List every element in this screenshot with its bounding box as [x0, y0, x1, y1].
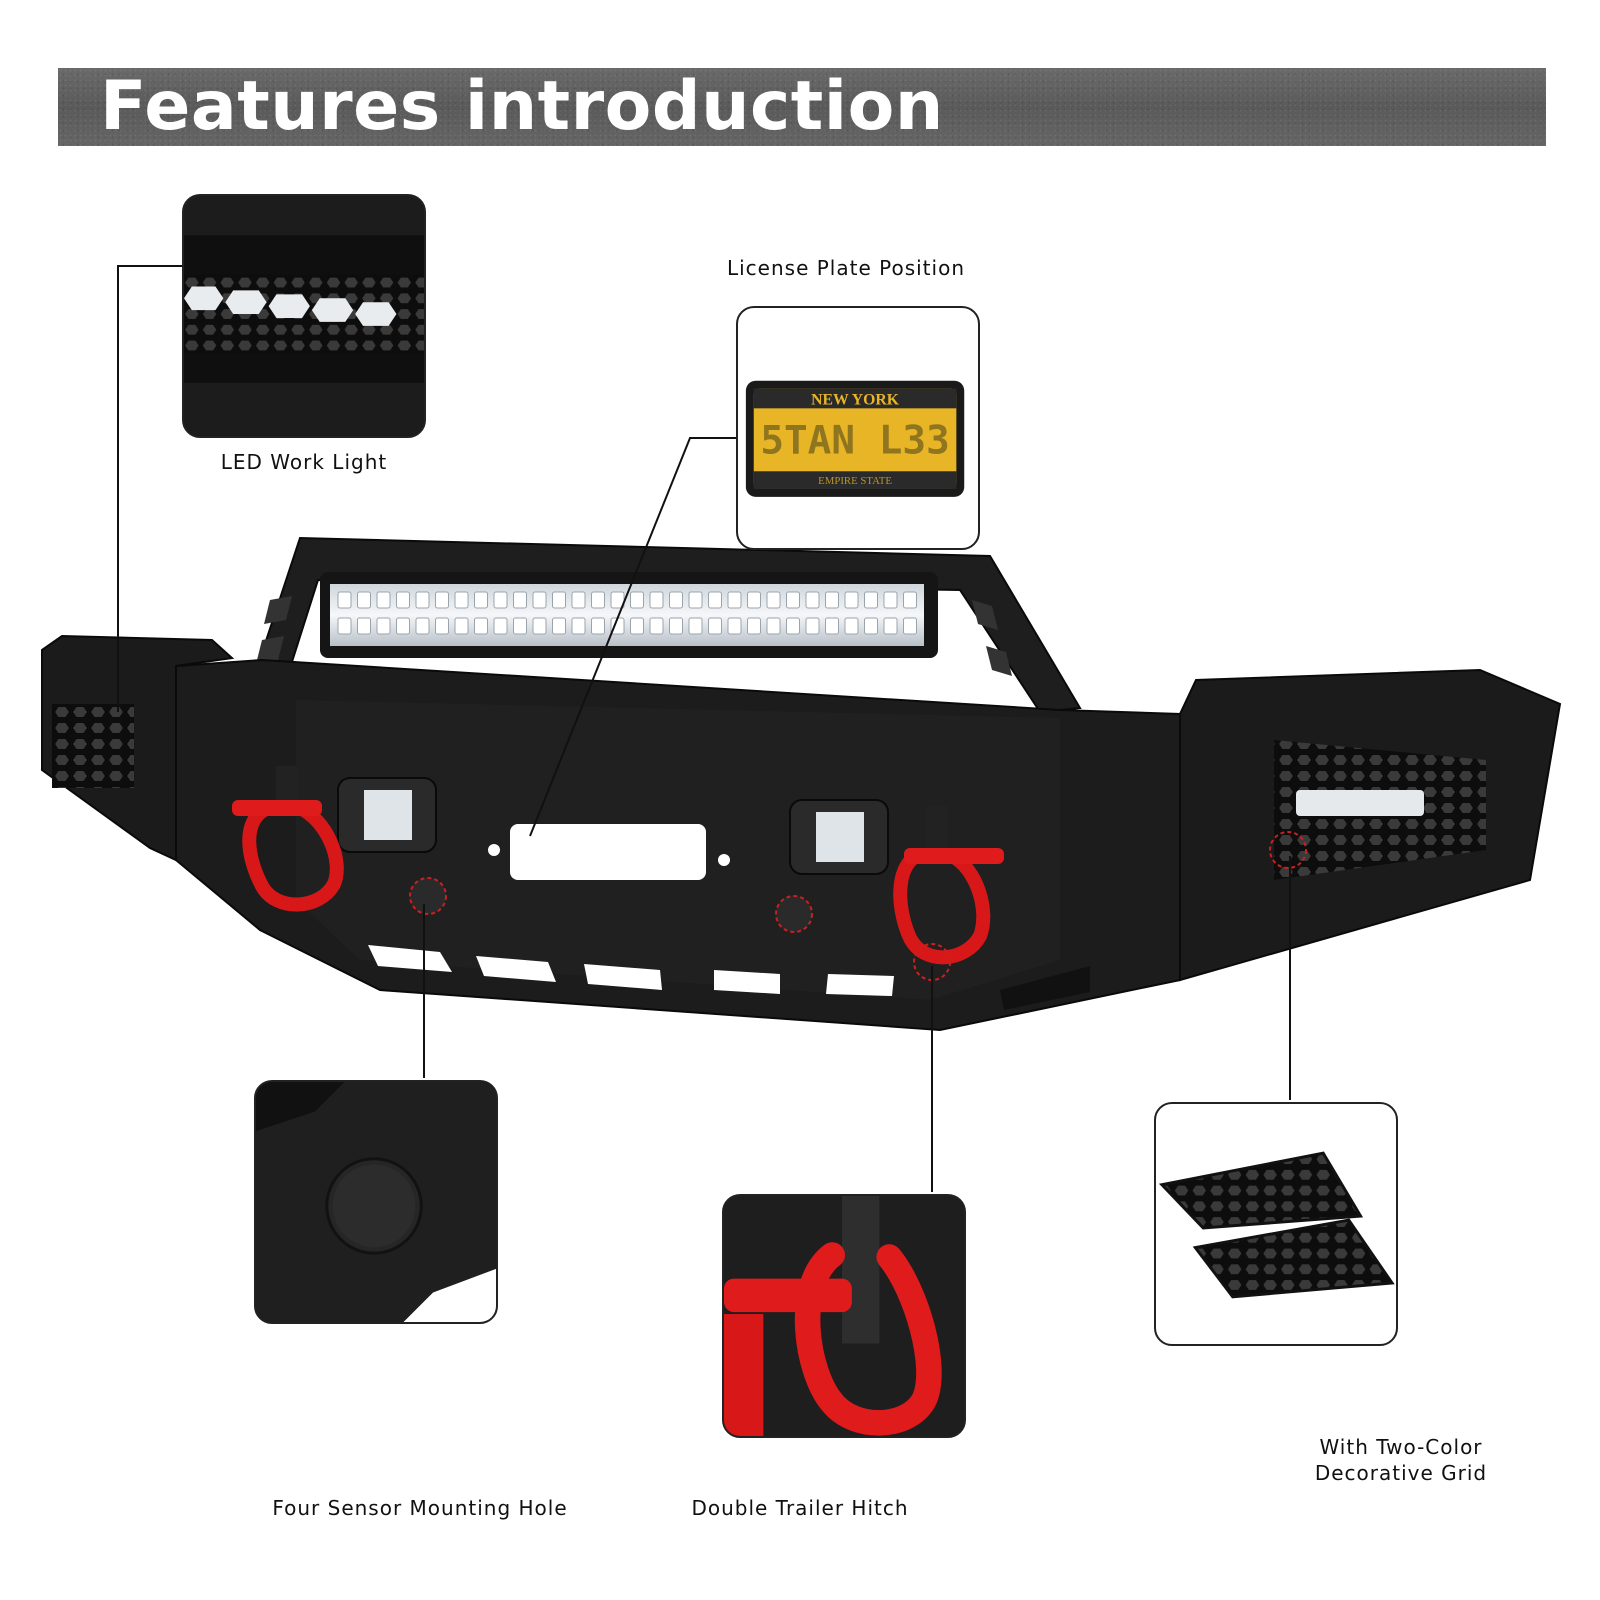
led-chip: [532, 591, 547, 609]
led-chip: [454, 591, 469, 609]
led-chip: [474, 591, 488, 609]
right-shackle: [893, 806, 1004, 965]
led-chip: [493, 617, 508, 635]
decorative-grid-label-line2: Decorative Grid: [1314, 1461, 1488, 1485]
led-chip: [649, 591, 664, 609]
led-chip: [727, 591, 742, 609]
led-chip: [435, 591, 449, 609]
led-chip: [844, 617, 859, 635]
callout-connectors: [117, 265, 1291, 1192]
led-chip: [864, 591, 878, 609]
led-chip: [883, 617, 898, 635]
led-chip: [454, 617, 469, 635]
led-chip: [571, 591, 586, 609]
header-banner: Features introduction: [58, 68, 1546, 146]
left-cube-light: [337, 777, 437, 853]
plate-number: 5TAN L33: [760, 418, 949, 464]
led-work-light-label: LED Work Light: [220, 450, 388, 474]
sensor-hole-photo: [256, 1082, 496, 1322]
trailer-hitch-inset: [722, 1194, 966, 1438]
led-chip: [591, 617, 605, 635]
led-chip: [747, 617, 761, 635]
led-chip: [825, 591, 839, 609]
led-chip: [747, 591, 761, 609]
led-chip: [669, 591, 683, 609]
trailer-hitch-label: Double Trailer Hitch: [691, 1496, 909, 1520]
led-chip: [903, 617, 917, 635]
led-chip: [435, 617, 449, 635]
led-chip: [844, 591, 859, 609]
left-shackle: [232, 766, 344, 912]
sensor-hole-inset: [254, 1080, 498, 1324]
sensor-markers: [409, 831, 1307, 981]
led-chip: [513, 617, 527, 635]
led-chip: [591, 591, 605, 609]
license-plate-photo: NEW YORK 5TAN L33 EMPIRE STATE: [745, 380, 965, 497]
led-chip: [727, 617, 742, 635]
led-chip: [649, 617, 664, 635]
led-bar-chips: [337, 591, 917, 635]
led-chip: [805, 591, 820, 609]
led-chip: [766, 617, 781, 635]
led-chip: [376, 591, 391, 609]
led-chip: [708, 617, 722, 635]
led-chip: [337, 591, 352, 609]
decorative-grid-label-line1: With Two-Color: [1319, 1435, 1483, 1459]
led-chip: [669, 617, 683, 635]
decorative-grid-photo: [1158, 1151, 1395, 1299]
led-work-light-inset: [182, 194, 426, 438]
sensor-hole-label: Four Sensor Mounting Hole: [272, 1496, 568, 1520]
led-chip: [786, 617, 800, 635]
led-chip: [552, 617, 566, 635]
led-chip: [864, 617, 878, 635]
led-chip: [903, 591, 917, 609]
led-chip: [805, 617, 820, 635]
license-plate-inset: NEW YORK 5TAN L33 EMPIRE STATE: [736, 306, 980, 550]
page-title: Features introduction: [100, 68, 944, 146]
led-chip: [415, 591, 430, 609]
left-wing: [41, 634, 235, 862]
led-work-light-photo: [184, 196, 424, 436]
led-chip: [415, 617, 430, 635]
right-cube-light: [789, 799, 889, 875]
plate-state: NEW YORK: [811, 391, 900, 408]
plate-tagline: EMPIRE STATE: [818, 475, 892, 487]
led-chip: [883, 591, 898, 609]
led-chip: [357, 591, 371, 609]
led-chip: [786, 591, 800, 609]
led-chip: [474, 617, 488, 635]
led-chip: [766, 591, 781, 609]
right-wing: [1179, 668, 1562, 982]
license-plate-label: License Plate Position: [726, 256, 965, 280]
led-chip: [825, 617, 839, 635]
led-chip: [357, 617, 371, 635]
led-chip: [552, 591, 566, 609]
trailer-hitch-photo: [724, 1196, 964, 1436]
led-chip: [532, 617, 547, 635]
led-chip: [396, 591, 410, 609]
bumper-center: [175, 658, 1181, 1032]
decorative-grid-label: With Two-Color Decorative Grid: [1286, 1434, 1516, 1486]
led-chip: [513, 591, 527, 609]
led-chip: [376, 617, 391, 635]
led-chip: [630, 617, 644, 635]
led-chip: [571, 617, 586, 635]
led-chip: [337, 617, 352, 635]
led-chip: [396, 617, 410, 635]
led-chip: [688, 591, 703, 609]
led-light-bar: [320, 572, 938, 658]
led-chip: [688, 617, 703, 635]
led-chip: [630, 591, 644, 609]
led-chip: [708, 591, 722, 609]
led-chip: [493, 591, 508, 609]
decorative-grid-inset: [1154, 1102, 1398, 1346]
